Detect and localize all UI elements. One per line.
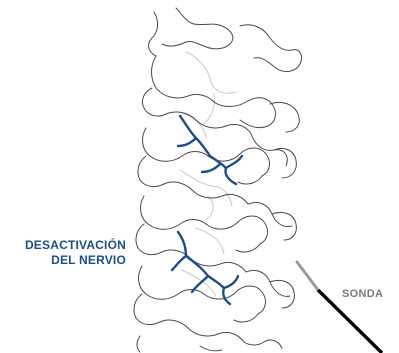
probe: [297, 262, 382, 353]
probe-label: SONDA: [342, 288, 383, 301]
spine-outline: [134, 8, 302, 352]
nerve-label-line-1: DESACTIVACIÓN: [0, 238, 126, 253]
nerve-branches: [172, 116, 242, 304]
nerve-label-line-2: DEL NERVIO: [0, 253, 126, 268]
spine-hidden-lines: [180, 52, 236, 296]
probe-tip: [297, 262, 318, 290]
nerve-deactivation-label: DESACTIVACIÓN DEL NERVIO: [0, 238, 126, 268]
